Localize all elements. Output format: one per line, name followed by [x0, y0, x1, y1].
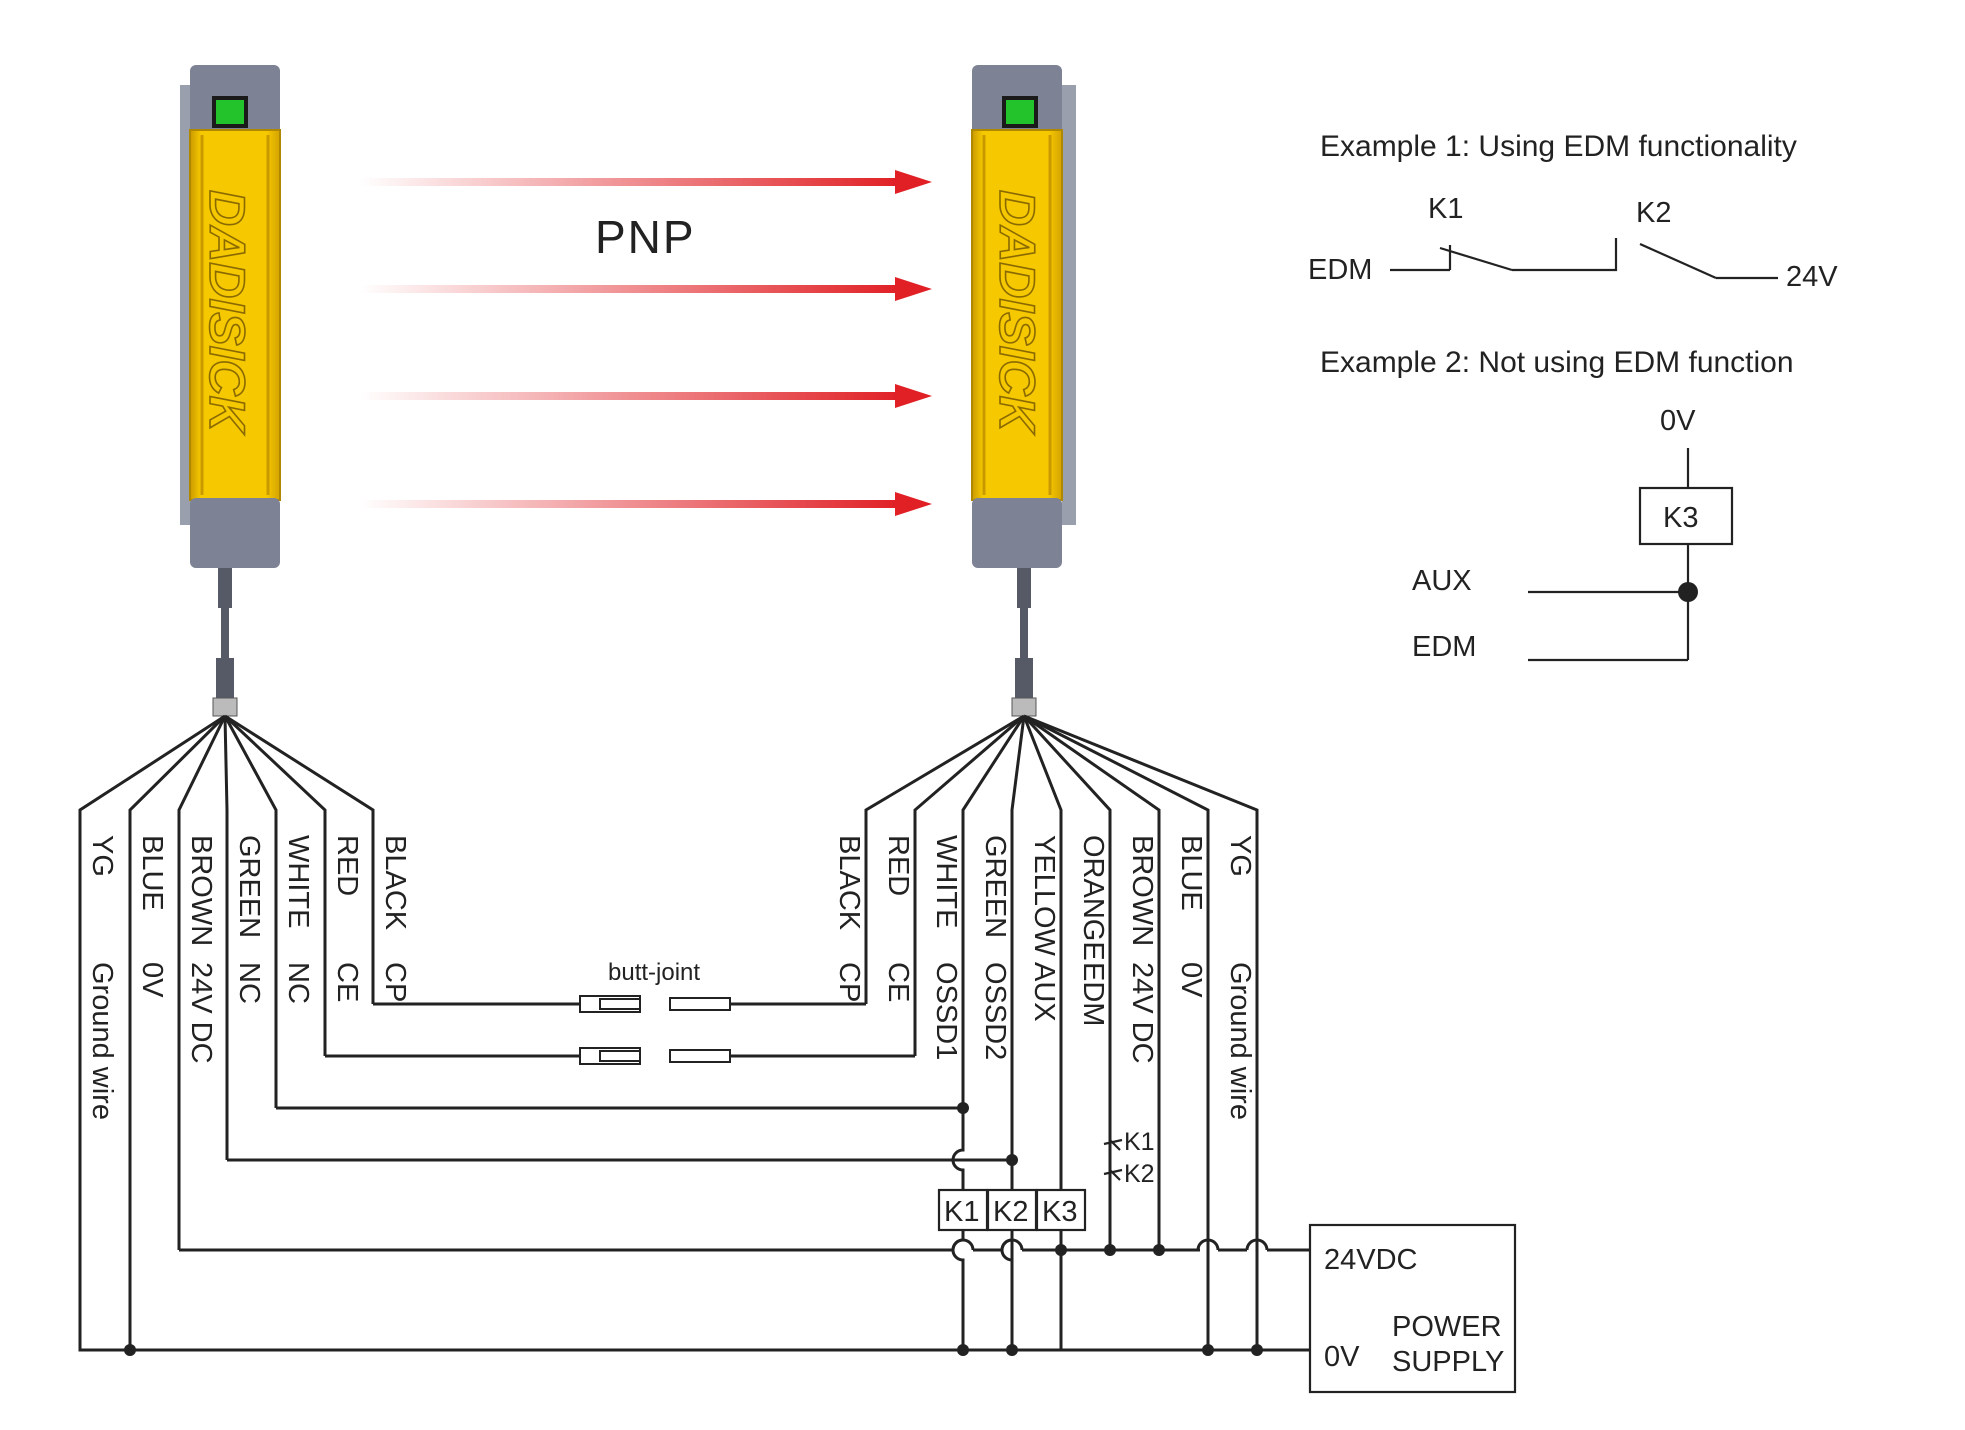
- example-1: Example 1: Using EDM functionality K1 K2…: [1308, 130, 1838, 293]
- receiver-wire-orange-func: EDM: [1077, 962, 1109, 1026]
- example-1-edm-label: EDM: [1308, 254, 1372, 286]
- power-supply-0v-label: 0V: [1324, 1341, 1360, 1373]
- light-beams: [360, 170, 932, 516]
- receiver-wire-white-func: OSSD1: [930, 962, 962, 1060]
- edm-contact-k2: K2: [1103, 1160, 1155, 1188]
- receiver-wire-black-color: BLACK: [833, 835, 865, 931]
- emitter-wire-red-func: CE: [331, 962, 363, 1002]
- receiver-wire-orange-color: ORANGE: [1077, 835, 1109, 961]
- receiver-wire-blue-func: 0V: [1175, 962, 1207, 998]
- receiver-wire-red-func: CE: [882, 962, 914, 1002]
- emitter-wire-white-func: NC: [282, 962, 314, 1004]
- wiring: butt-joint K1 K2 K3 K1: [78, 714, 1310, 1356]
- emitter-wire-white-color: WHITE: [282, 835, 314, 928]
- butt-joint-connector: [579, 995, 731, 1013]
- receiver-sensor: DADISICK: [971, 65, 1076, 717]
- example-1-k2-label: K2: [1636, 197, 1671, 229]
- beam-arrow-icon: [360, 384, 932, 408]
- emitter-wire-green-color: GREEN: [233, 835, 265, 938]
- example-2: Example 2: Not using EDM function 0V K3 …: [1320, 346, 1794, 663]
- emitter-wire-green-func: NC: [233, 962, 265, 1004]
- relay-k1-coil: [937, 1188, 989, 1232]
- receiver-wire-labels: BLACK CP RED CE WHITE OSSD1 GREEN OSSD2 …: [833, 835, 1256, 1120]
- receiver-wire-yellow-color: YELLOW: [1028, 835, 1060, 956]
- emitter-brand-logo: DADISICK: [199, 190, 255, 436]
- emitter-wire-labels: YG Ground wire BLUE 0V BROWN 24V DC GREE…: [86, 835, 411, 1120]
- emitter-wire-brown-func: 24V DC: [185, 962, 217, 1064]
- receiver-wire-yg-func: Ground wire: [1224, 962, 1256, 1120]
- receiver-brand-logo: DADISICK: [989, 190, 1045, 436]
- beam-arrow-icon: [360, 170, 932, 194]
- edm-contact-k1: K1: [1103, 1128, 1155, 1156]
- contact-k1-label: K1: [1124, 1128, 1155, 1156]
- emitter-status-led-icon: [212, 96, 248, 128]
- emitter-wire-black-func: CP: [379, 962, 411, 1002]
- relay-k1-label: K1: [944, 1196, 979, 1228]
- emitter-wire-blue-color: BLUE: [136, 835, 168, 911]
- emitter-sensor: DADISICK: [180, 65, 281, 717]
- emitter-wire-brown-color: BROWN: [185, 835, 217, 946]
- relay-k3-coil: [1035, 1188, 1087, 1232]
- butt-joint-label: butt-joint: [608, 959, 700, 986]
- example-2-title: Example 2: Not using EDM function: [1320, 346, 1794, 379]
- power-supply: 24VDC 0V POWER SUPPLY: [1308, 1223, 1517, 1394]
- example-2-edm-label: EDM: [1412, 631, 1476, 663]
- receiver-wire-yg-color: YG: [1224, 835, 1256, 877]
- receiver-wire-green-color: GREEN: [979, 835, 1011, 938]
- butt-joint-connector: [579, 1047, 731, 1065]
- example-2-0v-label: 0V: [1660, 405, 1696, 437]
- example-2-k3-label: K3: [1663, 502, 1698, 534]
- pnp-label: PNP: [595, 211, 696, 263]
- receiver-status-led-icon: [1002, 96, 1038, 128]
- relay-k2-label: K2: [993, 1196, 1028, 1228]
- receiver-wire-blue-color: BLUE: [1175, 835, 1207, 911]
- example-2-junction-dot: [1678, 582, 1698, 602]
- example-2-aux-label: AUX: [1412, 565, 1472, 597]
- example-1-24v-label: 24V: [1786, 261, 1838, 293]
- emitter-wire-red-color: RED: [331, 835, 363, 896]
- receiver-wire-black-func: CP: [833, 962, 865, 1002]
- power-supply-24vdc-label: 24VDC: [1324, 1244, 1418, 1276]
- receiver-wire-yellow-func: AUX: [1028, 962, 1060, 1022]
- example-2-k3-relay: [1638, 486, 1734, 546]
- relay-k3-label: K3: [1042, 1196, 1077, 1228]
- receiver-wire-white-color: WHITE: [930, 835, 962, 928]
- emitter-wire-yg-func: Ground wire: [86, 962, 118, 1120]
- beam-arrow-icon: [360, 277, 932, 301]
- beam-arrow-icon: [360, 492, 932, 516]
- receiver-wire-red-color: RED: [882, 835, 914, 896]
- power-supply-line1: POWER: [1392, 1311, 1502, 1343]
- receiver-wire-brown-func: 24V DC: [1126, 962, 1158, 1064]
- power-supply-line2: SUPPLY: [1392, 1346, 1504, 1378]
- example-1-title: Example 1: Using EDM functionality: [1320, 130, 1797, 163]
- receiver-wire-green-func: OSSD2: [979, 962, 1011, 1060]
- contact-k2-label: K2: [1124, 1160, 1155, 1188]
- emitter-wire-black-color: BLACK: [379, 835, 411, 931]
- example-1-k1-label: K1: [1428, 193, 1463, 225]
- receiver-wire-brown-color: BROWN: [1126, 835, 1158, 946]
- emitter-wire-yg-color: YG: [86, 835, 118, 877]
- emitter-wire-blue-func: 0V: [136, 962, 168, 998]
